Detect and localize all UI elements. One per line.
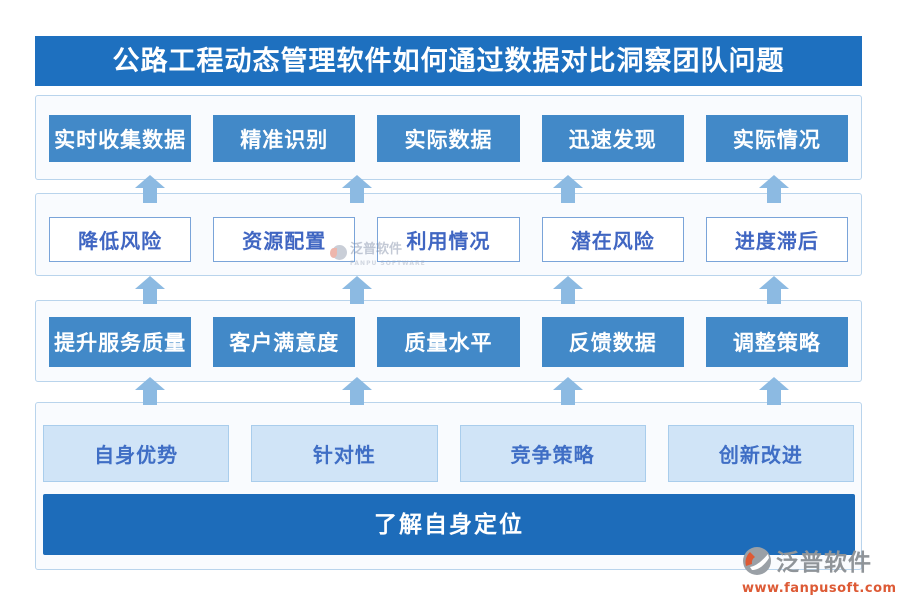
flow-box: 反馈数据 bbox=[541, 317, 684, 367]
up-arrow-icon bbox=[759, 377, 789, 405]
up-arrow-icon bbox=[135, 276, 165, 304]
flow-box: 进度滞后 bbox=[705, 217, 849, 262]
watermark-url: www.fanpusoft.com bbox=[742, 581, 897, 596]
up-arrow-icon bbox=[342, 377, 372, 405]
up-arrow-icon bbox=[135, 175, 165, 203]
flow-box: 针对性 bbox=[251, 425, 438, 482]
flow-box: 提升服务质量 bbox=[49, 317, 192, 367]
row-risk: 降低风险 资源配置 利用情况 潜在风险 进度滞后 bbox=[35, 217, 862, 262]
up-arrow-icon bbox=[342, 276, 372, 304]
up-arrow-icon bbox=[553, 175, 583, 203]
flow-box: 创新改进 bbox=[667, 425, 854, 482]
up-arrow-icon bbox=[553, 276, 583, 304]
flow-box: 自身优势 bbox=[43, 425, 230, 482]
flow-box: 实时收集数据 bbox=[49, 115, 192, 162]
flow-box: 资源配置 bbox=[213, 217, 356, 262]
flow-box: 迅速发现 bbox=[541, 115, 684, 162]
row-positioning: 自身优势 针对性 竞争策略 创新改进 bbox=[35, 425, 862, 482]
row-service-quality: 提升服务质量 客户满意度 质量水平 反馈数据 调整策略 bbox=[35, 317, 862, 367]
flow-box: 质量水平 bbox=[377, 317, 520, 367]
fanpu-logo-icon bbox=[742, 546, 772, 580]
row-data-collection: 实时收集数据 精准识别 实际数据 迅速发现 实际情况 bbox=[35, 115, 862, 162]
page-title: 公路工程动态管理软件如何通过数据对比洞察团队问题 bbox=[35, 36, 862, 86]
up-arrow-icon bbox=[342, 175, 372, 203]
flow-box: 调整策略 bbox=[705, 317, 849, 367]
flow-box: 降低风险 bbox=[49, 217, 192, 262]
flow-box: 竞争策略 bbox=[459, 425, 646, 482]
watermark-brand-mark: 泛普软件 www.fanpusoft.com bbox=[742, 546, 897, 596]
footer-bar: 了解自身定位 bbox=[43, 494, 855, 555]
flow-box: 实际情况 bbox=[705, 115, 849, 162]
flow-box: 客户满意度 bbox=[213, 317, 356, 367]
up-arrow-icon bbox=[759, 276, 789, 304]
up-arrow-icon bbox=[135, 377, 165, 405]
up-arrow-icon bbox=[759, 175, 789, 203]
watermark-brand-text: 泛普软件 bbox=[776, 549, 872, 576]
up-arrow-icon bbox=[553, 377, 583, 405]
flow-box: 利用情况 bbox=[377, 217, 520, 262]
flow-box: 实际数据 bbox=[377, 115, 520, 162]
flow-box: 潜在风险 bbox=[541, 217, 684, 262]
flow-box: 精准识别 bbox=[213, 115, 356, 162]
